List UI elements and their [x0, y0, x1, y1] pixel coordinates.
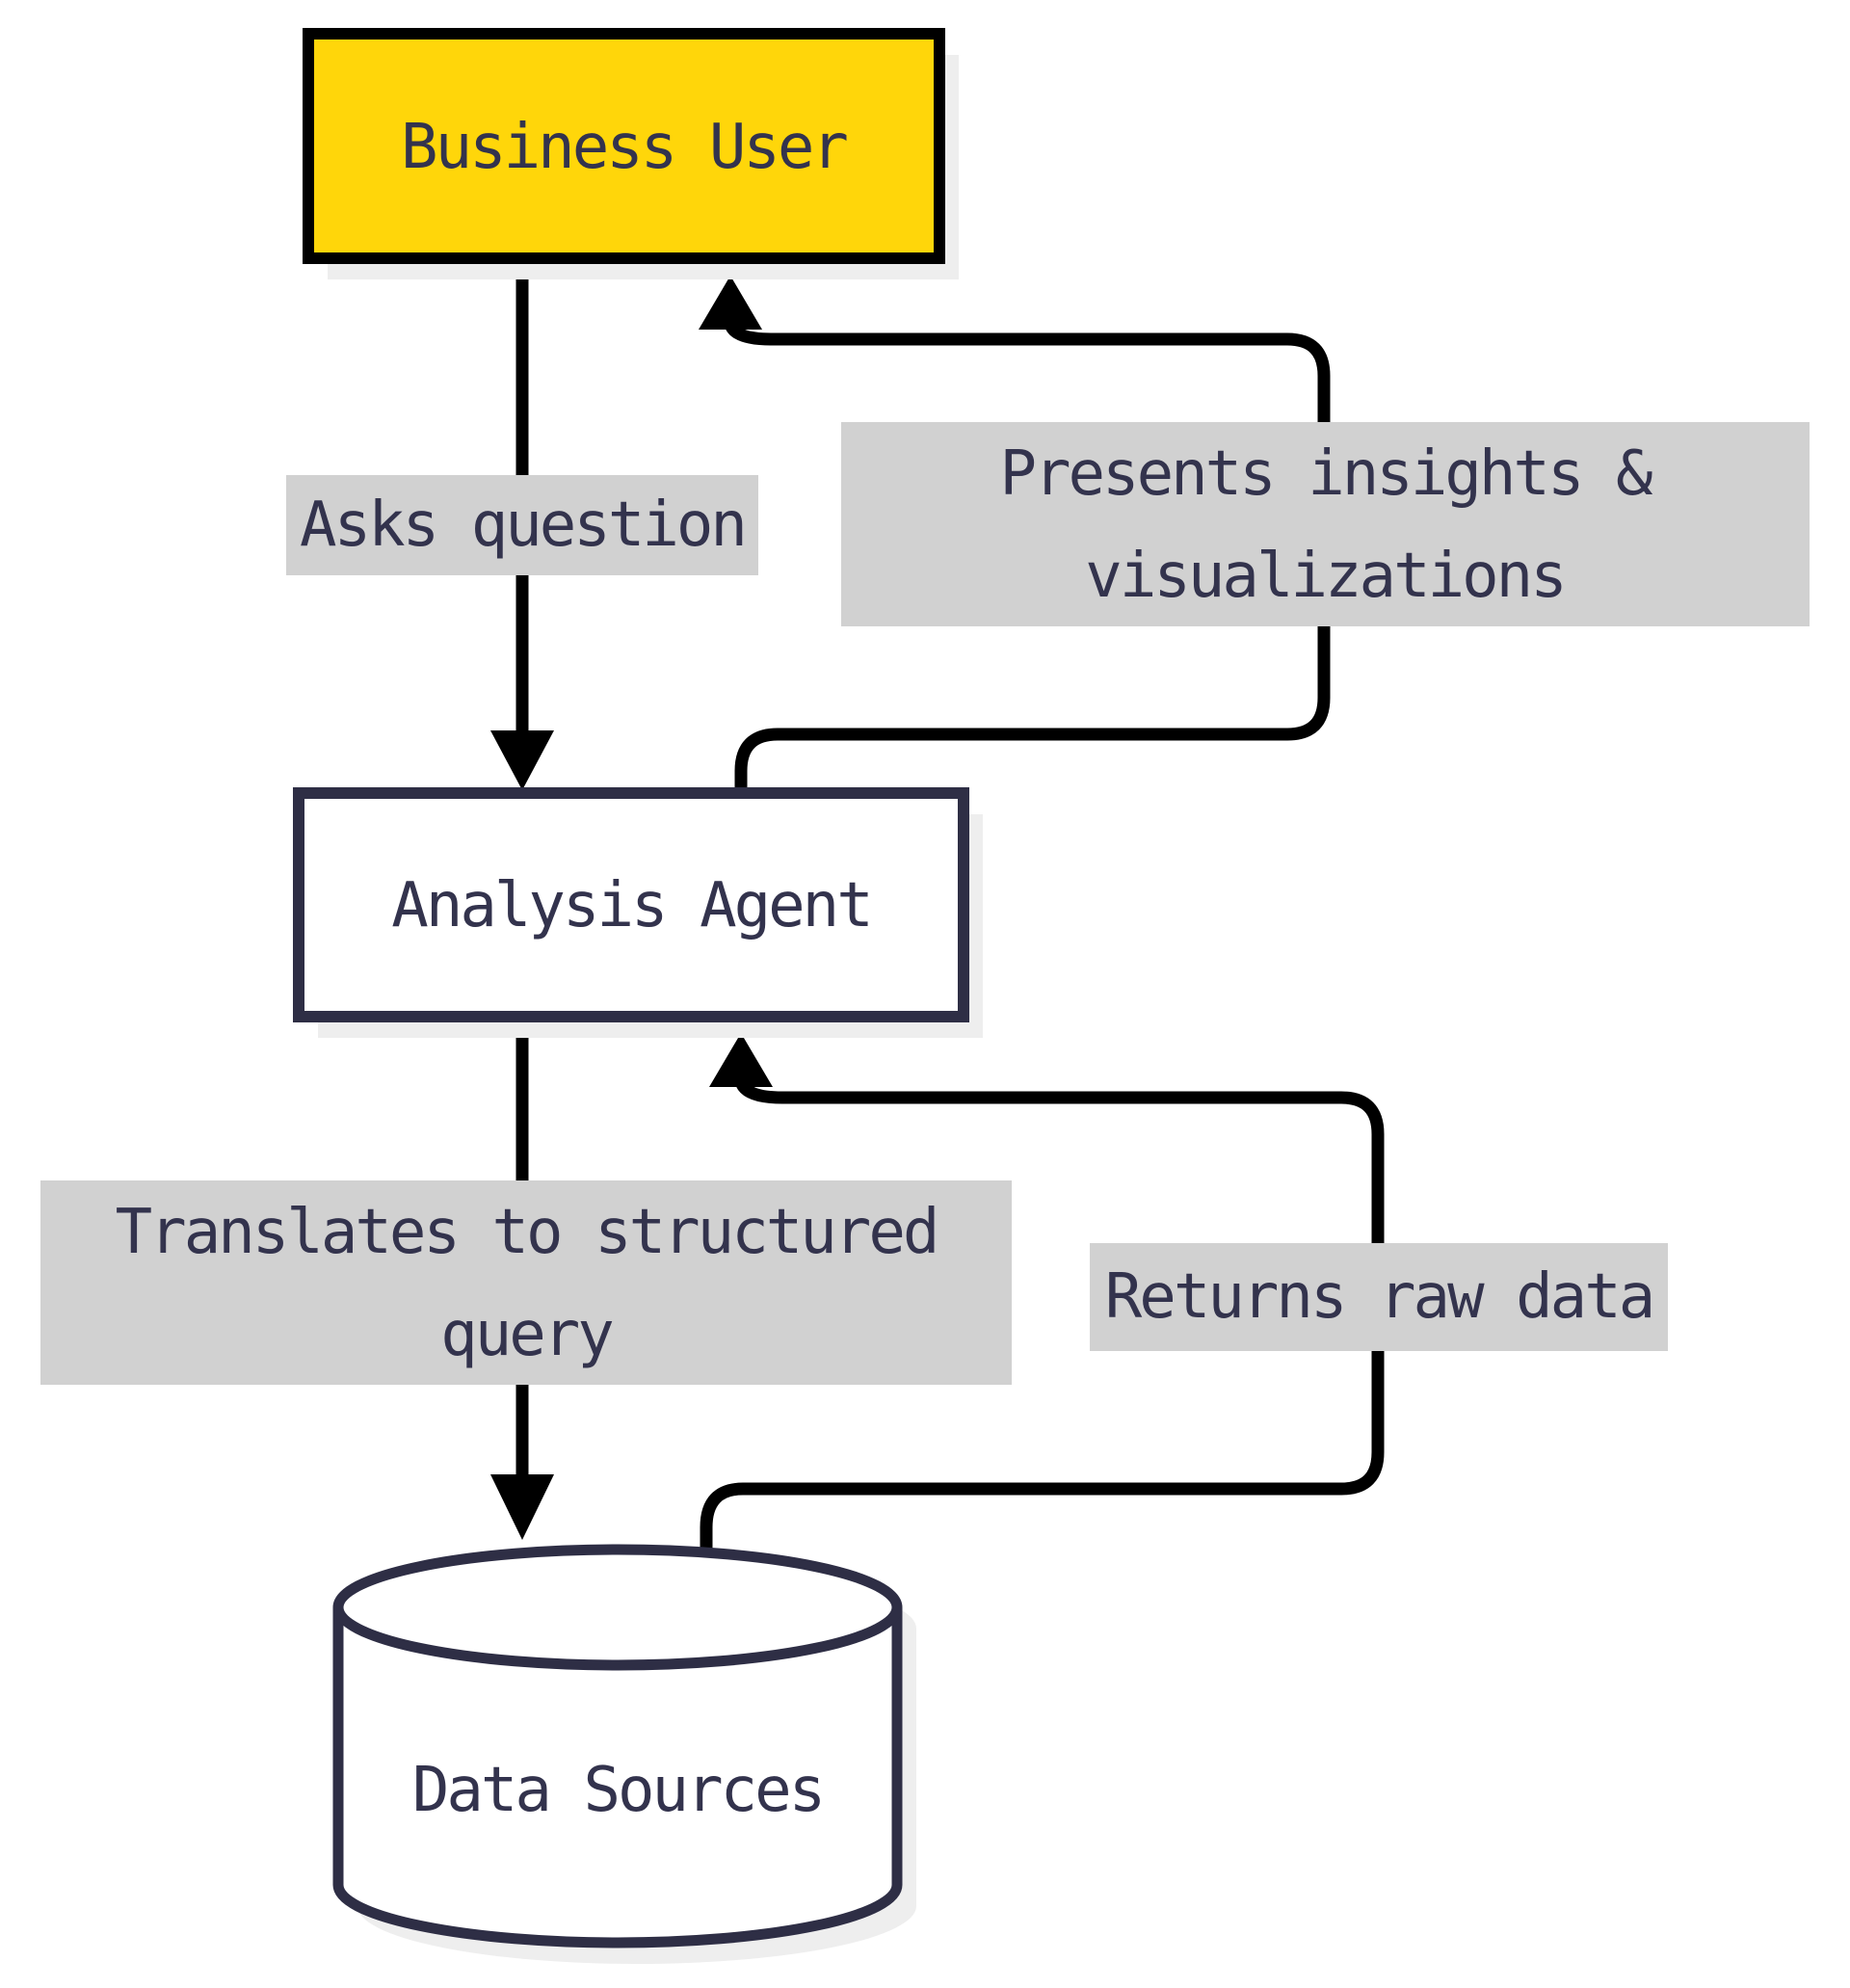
- node-data-sources: Data Sources: [332, 1544, 917, 1964]
- node-data-sources-label: Data Sources: [412, 1755, 823, 1826]
- edge-label-text-line1: Translates to structured: [116, 1197, 938, 1268]
- edge-presents-insights: [699, 276, 1331, 793]
- node-analysis-agent-box: [293, 787, 969, 1022]
- arrowhead-up-icon: [709, 1033, 773, 1087]
- edge-label-background: [40, 1180, 1012, 1385]
- edge-label-background: [286, 475, 758, 575]
- edge-label-background: [841, 422, 1810, 626]
- edge-returns-raw-data: [700, 1033, 1385, 1556]
- arrowhead-up-icon: [699, 276, 762, 330]
- edge-label-text: Asks question: [300, 490, 745, 561]
- node-data-sources-body: [332, 1607, 903, 1948]
- arrowhead-down-icon: [490, 730, 554, 790]
- edge-returns-raw-data-line: [700, 1078, 1385, 1556]
- node-business-user: Business User: [303, 28, 959, 279]
- node-data-sources-top: [332, 1544, 903, 1671]
- edge-label-text-line1: Presents insights &: [999, 438, 1653, 510]
- edge-label-text-line2: query: [440, 1299, 613, 1370]
- node-business-user-label: Business User: [401, 112, 847, 183]
- node-analysis-agent-label: Analysis Agent: [391, 870, 870, 941]
- edge-label-presents-insights: Presents insights & visualizations: [841, 422, 1810, 626]
- edge-label-text-line2: visualizations: [1085, 541, 1564, 612]
- edge-label-text: Returns raw data: [1105, 1261, 1653, 1333]
- edge-label-returns-raw-data: Returns raw data: [1090, 1243, 1668, 1351]
- node-business-user-box: [303, 28, 945, 264]
- node-analysis-agent: Analysis Agent: [293, 787, 983, 1038]
- edge-label-asks-question: Asks question: [286, 475, 758, 575]
- edge-label-background: [1090, 1243, 1668, 1351]
- edge-presents-insights-line: [724, 321, 1331, 793]
- edge-label-translates-query: Translates to structured query: [40, 1180, 1012, 1385]
- arrowhead-down-icon: [490, 1474, 554, 1540]
